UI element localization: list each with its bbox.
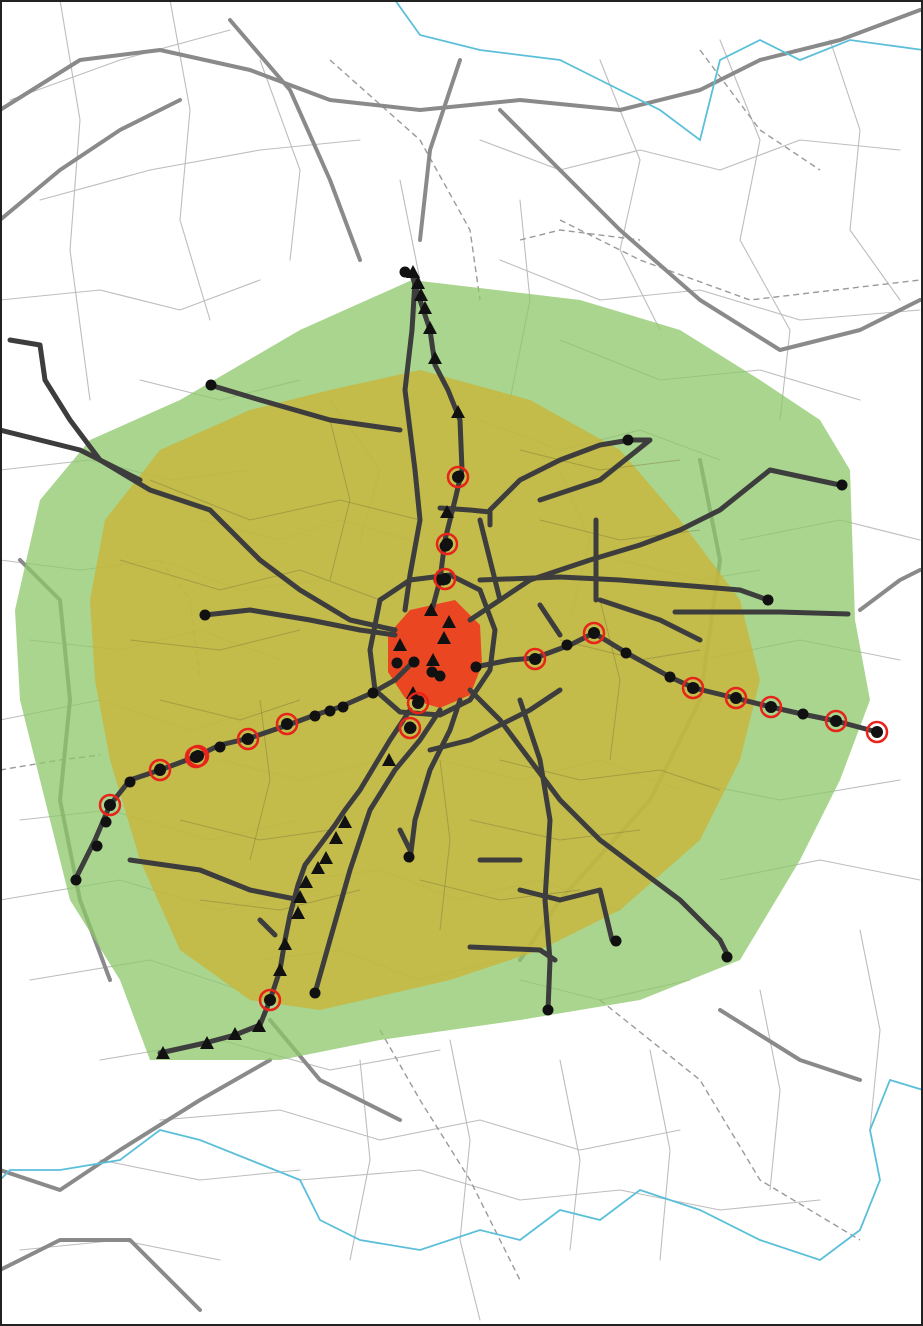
circle-stop-icon <box>124 776 136 788</box>
circle-stop-icon <box>797 708 809 720</box>
circle-stop-icon <box>391 657 403 669</box>
red-ring-highlight-icon <box>582 621 606 645</box>
triangle-stop-icon <box>311 861 325 874</box>
triangle-stop-icon <box>418 301 432 314</box>
red-ring-highlight-icon <box>759 695 783 719</box>
red-ring-highlight-icon <box>433 567 457 591</box>
highlighted-stop-icon <box>412 697 424 709</box>
circle-stop-icon <box>214 741 226 753</box>
highlighted-stop-icon <box>687 682 699 694</box>
triangle-stop-icon <box>273 963 287 976</box>
red-ring-highlight-icon <box>865 720 889 744</box>
circle-stop-icon <box>100 816 112 828</box>
highlighted-stop-icon <box>242 733 254 745</box>
highlight-rings-layer <box>98 465 889 1012</box>
red-ring-highlight-icon <box>186 744 210 768</box>
highlighted-stop-icon <box>871 726 883 738</box>
highlighted-stop-icon <box>439 573 451 585</box>
highlighted-stop-icon <box>452 471 464 483</box>
triangle-stop-icon <box>423 321 437 334</box>
zone-street-texture <box>119 419 721 931</box>
red-ring-highlight-icon <box>398 716 422 740</box>
circle-stop-icon <box>205 379 217 391</box>
red-ring-highlight-icon <box>446 465 470 489</box>
triangle-stop-icon <box>252 1019 266 1032</box>
circle-stop-icon <box>542 1004 554 1016</box>
circle-stop-icon <box>403 851 415 863</box>
highlighted-stop-icon <box>441 538 453 550</box>
red-ring-highlight-icon <box>523 647 547 671</box>
highlighted-stop-icon <box>765 701 777 713</box>
red-ring-highlight-icon <box>435 532 459 556</box>
circle-stop-icon <box>610 935 622 947</box>
triangle-stop-icon <box>299 875 313 888</box>
highlighted-stop-icon <box>730 692 742 704</box>
triangle-stop-icon <box>200 1036 214 1049</box>
circle-stop-icon <box>620 647 632 659</box>
circle-stop-icon <box>434 670 446 682</box>
triangle-stop-icon <box>451 405 465 418</box>
circle-stop-icon <box>309 710 321 722</box>
circle-stop-icon <box>70 874 82 886</box>
circle-stop-icon <box>561 639 573 651</box>
red-ring-highlight-icon <box>681 676 705 700</box>
triangle-stop-icon <box>338 815 352 828</box>
highlighted-stop-icon <box>281 718 293 730</box>
triangle-stop-icon <box>329 831 343 844</box>
red-ring-highlight-icon <box>406 691 430 715</box>
triangle-stop-icon <box>278 937 292 950</box>
circle-stop-icon <box>91 840 103 852</box>
circle-stop-icon <box>199 609 211 621</box>
highlighted-stop-icon <box>264 994 276 1006</box>
triangle-stop-icon <box>382 753 396 766</box>
triangle-stop-icon <box>293 890 307 903</box>
red-ring-highlight-icon <box>148 758 172 782</box>
circle-stop-icon <box>664 671 676 683</box>
highlighted-stop-icon <box>588 627 600 639</box>
circle-stop-icon <box>762 594 774 606</box>
triangle-stop-icon <box>393 638 407 651</box>
triangle-stop-icon <box>228 1027 242 1040</box>
circle-stop-icon <box>470 661 482 673</box>
triangle-stop-icon <box>440 505 454 518</box>
highlighted-stop-icon <box>192 750 204 762</box>
core-accessibility-zone <box>388 600 482 708</box>
circle-stop-icon <box>399 266 411 278</box>
triangle-stops-layer <box>156 265 465 1059</box>
red-ring-highlight-icon <box>236 727 260 751</box>
triangle-stop-icon <box>428 351 442 364</box>
circle-stop-icon <box>622 434 634 446</box>
triangle-stop-icon <box>426 653 440 666</box>
highlighted-stop-icon <box>404 722 416 734</box>
triangle-stop-icon <box>442 615 456 628</box>
highlighted-stop-icon <box>529 653 541 665</box>
triangle-stop-icon <box>437 631 451 644</box>
triangle-stop-icon <box>291 906 305 919</box>
circle-stop-icon <box>337 701 349 713</box>
circle-stop-icon <box>367 687 379 699</box>
circle-stop-icon <box>836 479 848 491</box>
circle-stop-icon <box>324 705 336 717</box>
highlighted-stop-icon <box>830 715 842 727</box>
red-ring-highlight-icon <box>258 988 282 1012</box>
triangle-stop-icon <box>414 288 428 301</box>
highlighted-stop-icon <box>104 799 116 811</box>
triangle-stop-icon <box>424 603 438 616</box>
triangle-stop-icon <box>156 1046 170 1059</box>
circle-stop-icon <box>408 656 420 668</box>
highlighted-stop-icon <box>154 764 166 776</box>
red-ring-highlight-icon <box>98 793 122 817</box>
city-boundary-line <box>0 0 923 1262</box>
red-ring-highlight-icon <box>724 686 748 710</box>
circle-stop-icon <box>309 987 321 999</box>
circle-stop-icon <box>721 951 733 963</box>
triangle-stop-icon <box>319 851 333 864</box>
triangle-stop-icon <box>411 276 425 289</box>
red-ring-highlight-icon <box>824 709 848 733</box>
red-ring-highlight-icon <box>275 712 299 736</box>
